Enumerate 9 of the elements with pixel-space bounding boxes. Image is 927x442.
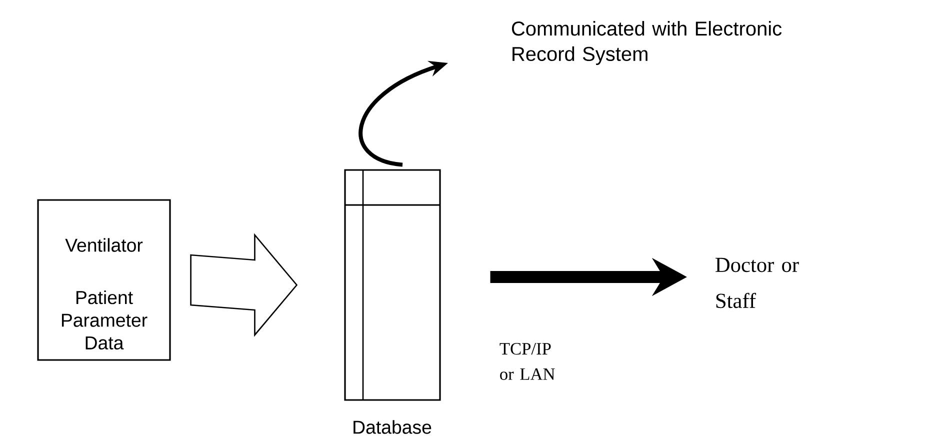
block-arrow	[190, 233, 298, 337]
data-label: Patient Parameter Data	[62, 290, 148, 350]
system-label: Communicated with Electronic Record System	[512, 21, 782, 65]
edge-label: TCP/IP or LAN	[500, 343, 555, 380]
database-drawing	[344, 169, 441, 401]
recipient-label: Doctor or Staff	[716, 258, 799, 308]
device-box	[37, 199, 171, 361]
database-caption: Database	[354, 420, 432, 434]
device-label: Ventilator	[65, 238, 143, 252]
